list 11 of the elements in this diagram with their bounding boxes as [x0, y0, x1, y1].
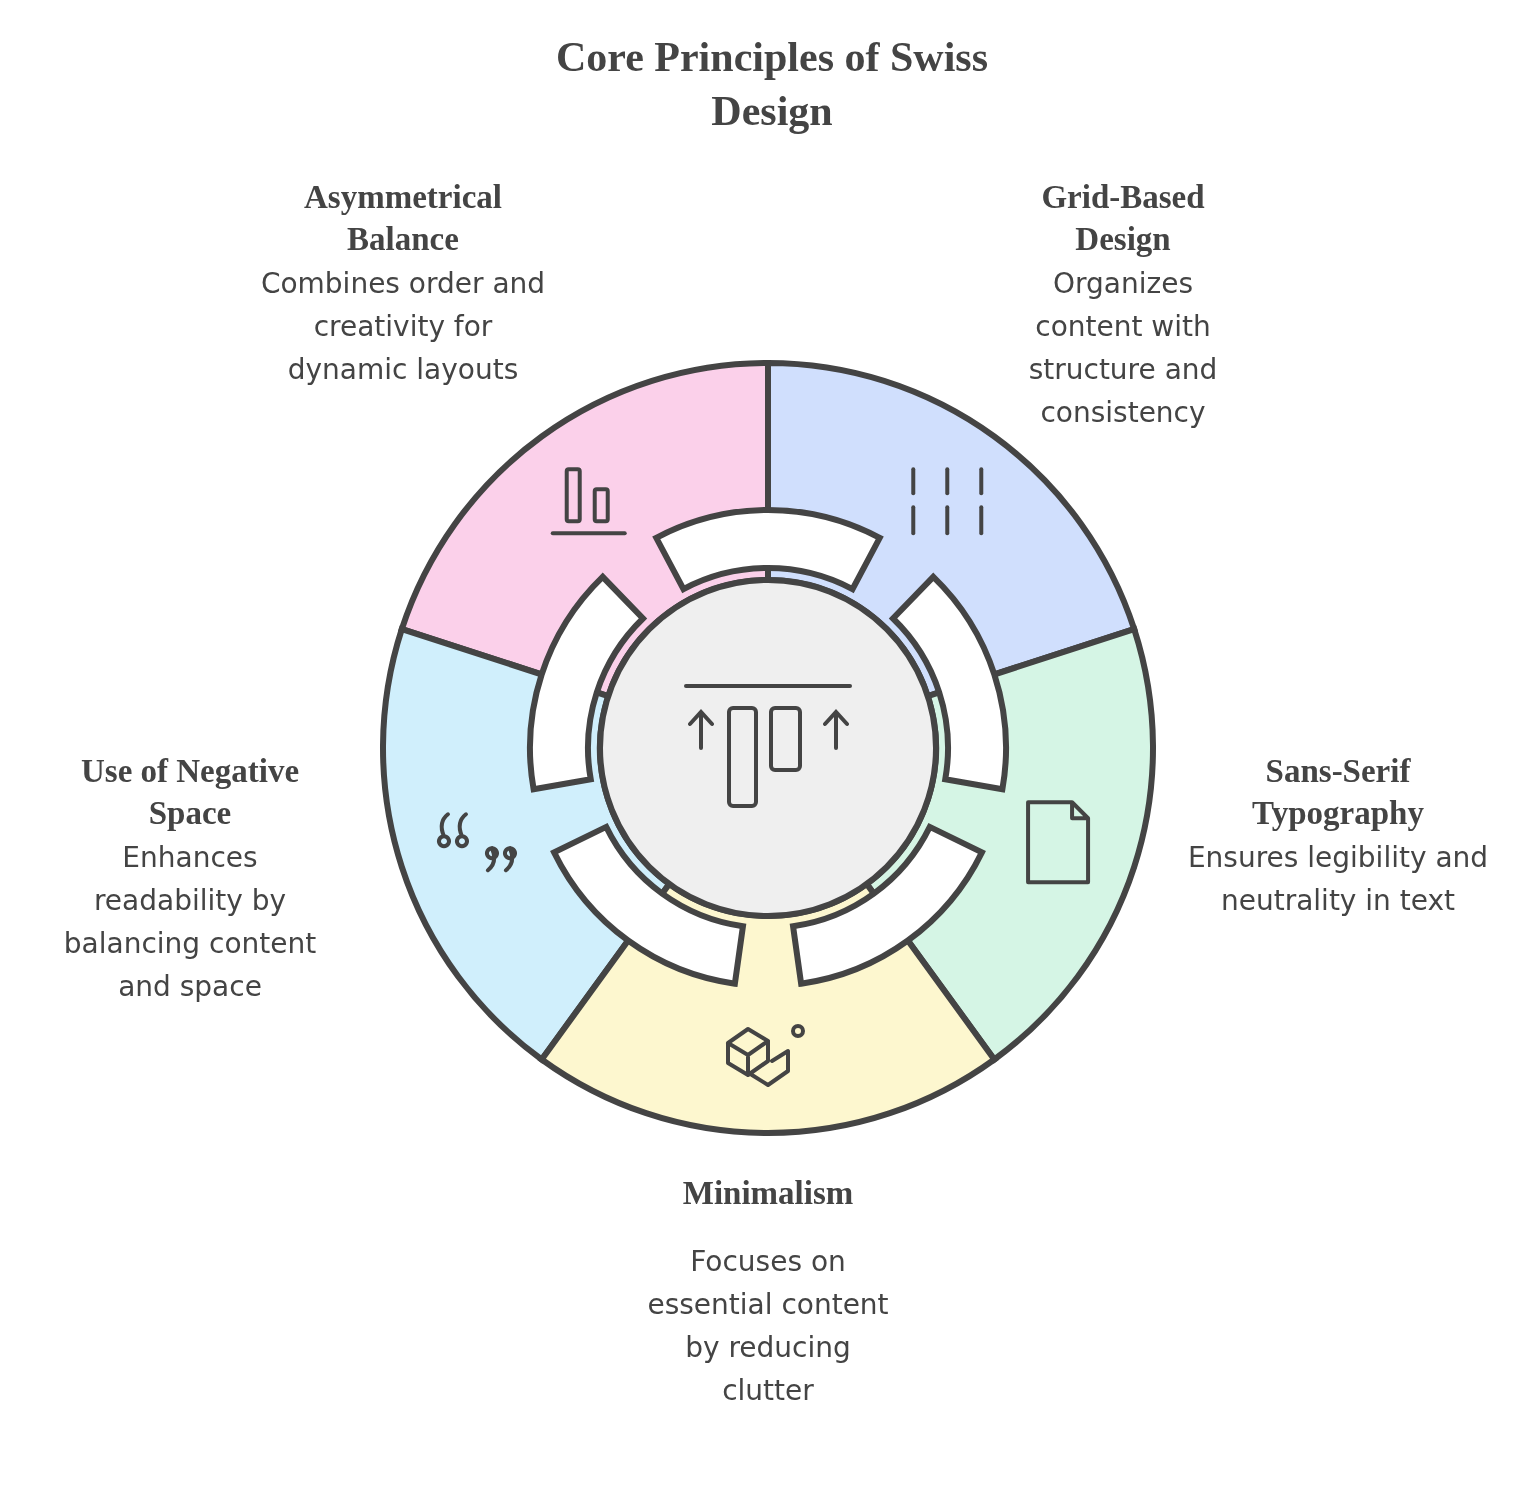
- segment-heading: Asymmetrical Balance: [303, 178, 503, 259]
- segment-description: Ensures legibility and neutrality in text: [1186, 840, 1490, 919]
- segment-description: Focuses on essential content by reducing clutter: [646, 1244, 890, 1409]
- segment-heading: Minimalism: [681, 1174, 855, 1213]
- title: Core Principles of Swiss Design: [554, 33, 989, 136]
- segment-heading: Sans-Serif Typography: [1251, 752, 1425, 833]
- segment-description: Combines order and creativity for dynamic layouts: [259, 266, 547, 388]
- segment-description: Enhances readability by balancing content and space: [62, 840, 318, 1005]
- segment-description: Organizes content with structure and consistency: [1027, 266, 1219, 431]
- segment-heading: Grid-Based Design: [1040, 178, 1206, 259]
- segment-heading: Use of Negative Space: [79, 752, 301, 833]
